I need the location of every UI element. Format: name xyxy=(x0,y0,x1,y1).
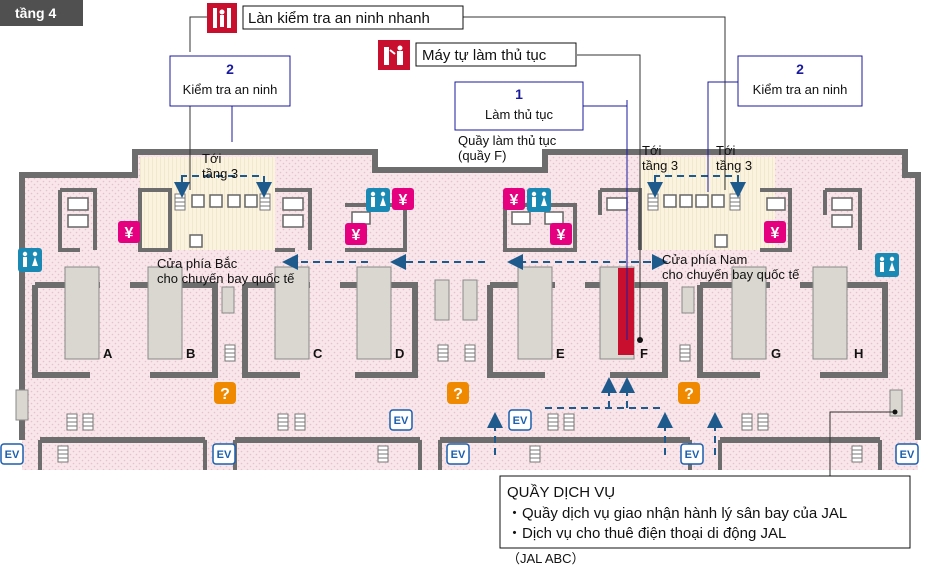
svg-text:?: ? xyxy=(684,386,694,403)
gate-e: E xyxy=(556,346,565,361)
gate-d: D xyxy=(395,346,404,361)
info-icon[interactable]: ? xyxy=(214,382,236,404)
svg-text:?: ? xyxy=(220,386,230,403)
fast-lane-label: Làn kiểm tra an ninh nhanh xyxy=(248,10,430,27)
svg-text:¥: ¥ xyxy=(771,225,780,242)
gate-b: B xyxy=(186,346,195,361)
security-step-number-south: 2 xyxy=(796,61,804,77)
fast-lane-highlight xyxy=(618,268,634,355)
restroom-icon[interactable] xyxy=(366,188,390,212)
counter-label-line2: (quầy F) xyxy=(458,148,506,163)
security-step-box-north xyxy=(169,55,291,107)
gate-h: H xyxy=(854,346,863,361)
svg-text:EV: EV xyxy=(394,415,409,427)
svg-text:EV: EV xyxy=(5,449,20,461)
atm-icon[interactable]: ¥ xyxy=(118,221,140,243)
svg-text:¥: ¥ xyxy=(352,227,361,244)
elevator-icon[interactable]: EV xyxy=(446,443,470,465)
atm-icon[interactable]: ¥ xyxy=(503,188,525,210)
svg-text:?: ? xyxy=(453,386,463,403)
svg-text:¥: ¥ xyxy=(557,227,566,244)
atm-icon[interactable]: ¥ xyxy=(764,221,786,243)
svg-text:¥: ¥ xyxy=(399,192,408,209)
security-step-number-north: 2 xyxy=(226,61,234,77)
restroom-icon[interactable] xyxy=(875,253,899,277)
service-item-phone-rental: ・Dịch vụ cho thuê điện thoại di động JAL xyxy=(507,525,786,542)
south-gate-line2: cho chuyến bay quốc tế xyxy=(662,267,800,282)
svg-text:EV: EV xyxy=(685,449,700,461)
gate-c: C xyxy=(313,346,323,361)
elevator-icon[interactable]: EV xyxy=(389,409,413,431)
to-floor3-south-b-line1: Tới xyxy=(716,143,735,158)
service-title: QUẦY DỊCH VỤ xyxy=(507,484,615,501)
fast-lane-callout xyxy=(242,5,464,30)
south-gate-line1: Cửa phía Nam xyxy=(662,252,747,267)
atm-icon[interactable]: ¥ xyxy=(550,223,572,245)
counter-label-line1: Quầy làm thủ tục xyxy=(458,133,557,148)
restroom-icon[interactable] xyxy=(527,188,551,212)
checkin-step-box xyxy=(454,81,584,131)
gate-a: A xyxy=(103,346,113,361)
elevator-icon[interactable]: EV xyxy=(0,443,24,465)
info-icon[interactable]: ? xyxy=(678,382,700,404)
to-floor3-south-a-line2: tầng 3 xyxy=(642,158,678,173)
elevator-icon[interactable]: EV xyxy=(508,409,532,431)
svg-text:¥: ¥ xyxy=(510,192,519,209)
north-gate-line2: cho chuyến bay quốc tế xyxy=(157,271,295,286)
svg-text:EV: EV xyxy=(217,449,232,461)
fast-lane-icon xyxy=(207,3,237,33)
elevator-icon[interactable]: EV xyxy=(212,443,236,465)
security-step-label-south: Kiểm tra an ninh xyxy=(753,82,848,97)
svg-text:¥: ¥ xyxy=(125,225,134,242)
north-gate-line1: Cửa phía Bắc xyxy=(157,256,238,271)
checkin-step-label: Làm thủ tục xyxy=(485,107,553,122)
gate-g: G xyxy=(771,346,781,361)
kiosk-callout xyxy=(415,42,577,67)
restroom-icon[interactable] xyxy=(18,248,42,272)
gate-labels: A B C D E F G H xyxy=(103,346,863,361)
elevator-icon[interactable]: EV xyxy=(680,443,704,465)
svg-text:EV: EV xyxy=(900,449,915,461)
to-floor3-north-line1: Tới xyxy=(202,151,221,166)
to-floor3-north-line2: tầng 3 xyxy=(202,166,238,181)
gate-f: F xyxy=(640,346,648,361)
service-counter-box xyxy=(499,475,911,549)
kiosk-icon xyxy=(378,40,410,70)
route-arrows xyxy=(174,175,746,455)
callout-leads xyxy=(189,16,898,480)
kiosk-label: Máy tự làm thủ tục xyxy=(422,47,547,64)
floor-tag: tầng 4 xyxy=(15,5,56,21)
svg-text:EV: EV xyxy=(513,415,528,427)
to-floor3-south-a-line1: Tới xyxy=(642,143,661,158)
svg-text:EV: EV xyxy=(451,449,466,461)
checkin-counters xyxy=(15,266,903,421)
elevator-icon[interactable]: EV xyxy=(895,443,919,465)
service-item-baggage: ・Quầy dịch vụ giao nhận hành lý sân bay … xyxy=(507,505,847,522)
info-icon[interactable]: ? xyxy=(447,382,469,404)
service-abbr: （JAL ABC） xyxy=(507,551,585,566)
floor-tag-bg xyxy=(0,0,83,26)
atm-icon[interactable]: ¥ xyxy=(345,223,367,245)
security-step-box-south xyxy=(737,55,863,107)
atm-icon[interactable]: ¥ xyxy=(392,188,414,210)
security-step-label-north: Kiểm tra an ninh xyxy=(183,82,278,97)
checkin-step-number: 1 xyxy=(515,86,523,102)
to-floor3-south-b-line2: tầng 3 xyxy=(716,158,752,173)
